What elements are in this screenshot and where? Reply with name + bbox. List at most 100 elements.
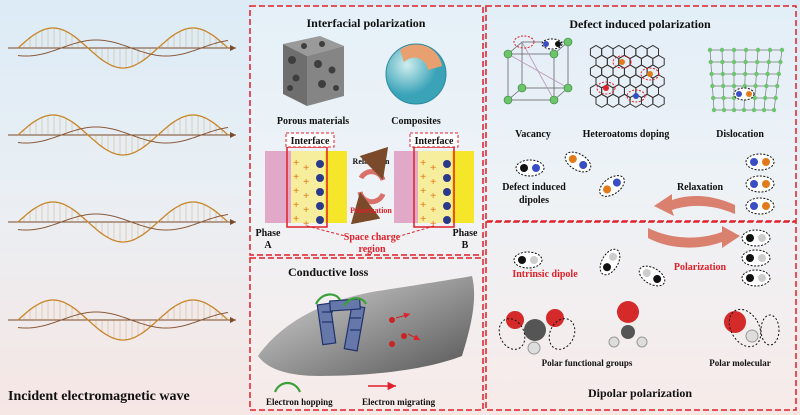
negative-charge [443, 160, 451, 168]
electric-wave-3 [17, 299, 229, 341]
polar-group-molecule-1 [498, 309, 576, 355]
lattice-atom [741, 107, 747, 113]
magnetic-wave-1 [17, 126, 229, 144]
lattice-atom [761, 107, 767, 113]
wave-group [8, 27, 236, 341]
dopant-atom [619, 59, 625, 65]
dipolar-polarization-arrow-label: Polarization [674, 262, 727, 273]
dipole [513, 251, 543, 269]
positive-charge: + [420, 213, 426, 225]
lattice-atom [731, 83, 737, 89]
positive-charge: + [420, 157, 426, 169]
lattice-atom [711, 107, 717, 113]
defect-dipoles-group [515, 151, 775, 215]
vacancy-defect-marker [513, 35, 535, 49]
negative-charge [443, 216, 451, 224]
dopant-marker [626, 89, 646, 103]
conductive-title: Conductive loss [288, 265, 369, 279]
dipole [599, 248, 621, 276]
vacancy-label: Vacancy [515, 129, 551, 140]
positive-charge: + [303, 218, 309, 230]
incident-wave-title: Incident electromagnetic wave [8, 389, 190, 404]
lattice-atom [743, 47, 749, 53]
heteroatom-lattice [589, 44, 665, 108]
lattice-atom [755, 47, 761, 53]
positive-charge: + [420, 199, 426, 211]
phase-b-label-line1: Phase [453, 228, 479, 239]
lattice-atom [709, 71, 714, 77]
positive-charge: + [303, 204, 309, 216]
lattice-atom [753, 83, 758, 89]
charges-left: ++++++++++ [293, 157, 324, 230]
space-charge-label-line1: Space charge [344, 232, 401, 243]
lattice-atom [710, 83, 715, 89]
interfacial-relaxation-label: Relaxation [353, 157, 390, 166]
phase-b-left-block [325, 151, 347, 223]
positive-charge: + [430, 218, 436, 230]
lattice-atom [752, 95, 757, 101]
positive-charge: + [293, 171, 299, 183]
lattice-atom [775, 83, 780, 89]
defect-dipoles-label-line2: dipoles [519, 195, 549, 206]
space-charge-label-line2: region [358, 244, 385, 255]
lattice-atom [742, 83, 747, 89]
dipolar-frame [485, 221, 797, 411]
dipole [745, 175, 775, 193]
lattice-atom [765, 71, 770, 77]
lattice-atom [778, 59, 783, 65]
magnetic-wave-0 [17, 39, 229, 57]
lattice-atom [767, 47, 773, 53]
lattice-atom [721, 83, 726, 89]
interface-label-left: Interface [291, 136, 330, 147]
lattice-atom [751, 107, 757, 113]
intrinsic-dipoles-group [513, 229, 771, 287]
heteroatoms-label: Heteroatoms doping [583, 129, 670, 140]
dipolar-title: Dipolar polarization [588, 386, 692, 400]
migrating-electrons [389, 312, 421, 347]
positive-charge: + [293, 213, 299, 225]
positive-charge: + [293, 185, 299, 197]
negative-charge [443, 174, 451, 182]
magnetic-wave-3 [17, 311, 229, 329]
hex-cell [652, 93, 665, 108]
defect-frame [485, 5, 797, 222]
migrating-label: Electron migrating [362, 397, 436, 407]
magnetic-wave-2 [17, 213, 229, 231]
positive-charge: + [430, 162, 436, 174]
hopping-arc-1 [315, 293, 341, 305]
dipole [741, 249, 771, 267]
composites-label: Composites [391, 116, 441, 127]
electric-wave-2 [17, 201, 229, 243]
phase-a-label-line2: A [264, 240, 272, 251]
dopant-atom [647, 71, 653, 77]
phase-a-label-line1: Phase [256, 228, 282, 239]
dislocation-label: Dislocation [716, 129, 764, 140]
dipole [515, 159, 545, 177]
negative-charge [316, 160, 324, 168]
defect-dipoles-label-line1: Defect induced [502, 182, 566, 193]
positive-charge: + [303, 176, 309, 188]
positive-charge: + [303, 162, 309, 174]
hopping-arc-2 [343, 297, 367, 307]
dopant-marker [640, 67, 660, 81]
hopping-legend-icon [273, 381, 302, 393]
lattice-atom [708, 59, 713, 65]
lattice-atom [731, 107, 737, 113]
lattice-atom [719, 47, 725, 53]
positive-charge: + [420, 171, 426, 183]
dipole [638, 265, 666, 287]
intrinsic-dipole-label: Intrinsic dipole [512, 269, 578, 280]
lattice-atom [743, 59, 748, 65]
polar-functional-groups-label: Polar functional groups [542, 358, 633, 368]
lattice-atom [707, 47, 713, 53]
positive-charge: + [293, 157, 299, 169]
phase-b-right-block [452, 151, 474, 223]
phase-b-label-line2: B [462, 240, 469, 251]
dislocation-lattice [707, 47, 785, 113]
positive-charge: + [420, 185, 426, 197]
lattice-atom [766, 59, 771, 65]
negative-charge [316, 216, 324, 224]
dopant-marker [596, 81, 616, 95]
dislocation-dipole-pos [746, 91, 752, 97]
